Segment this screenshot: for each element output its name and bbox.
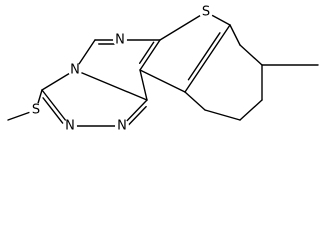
atom-mask xyxy=(113,33,127,47)
atom-triazole-nitrogen-right: N xyxy=(115,119,129,134)
atom-fused-nitrogen: N xyxy=(68,63,82,78)
chemical-structure-diagram: S N N N N S xyxy=(7,5,319,134)
bond-double-inner xyxy=(187,32,221,81)
bond-single xyxy=(239,99,263,121)
bond-double-inner xyxy=(42,97,64,124)
bond-single xyxy=(159,11,207,41)
bond-single xyxy=(229,24,241,46)
bond-single xyxy=(139,69,186,93)
bond-double-inner xyxy=(127,105,147,126)
bond-single xyxy=(74,69,148,101)
atom-label-n-triazole-left: N xyxy=(65,119,75,134)
atom-mask xyxy=(63,119,77,133)
atom-mask xyxy=(29,103,43,117)
bond-layer xyxy=(7,11,319,127)
bond-single xyxy=(41,89,71,127)
bond-single xyxy=(239,44,263,66)
atom-thiophene-sulfur: S xyxy=(199,5,213,20)
atom-mask xyxy=(115,119,129,133)
bond-single xyxy=(184,24,231,93)
atom-label-s-ring: S xyxy=(202,5,210,20)
atom-label-n-triazole-right: N xyxy=(117,119,127,134)
atom-thioether-sulfur: S xyxy=(29,103,43,118)
atom-label-n-fused: N xyxy=(70,63,80,78)
bond-double-inner xyxy=(138,41,155,64)
atom-pyrimidine-nitrogen: N xyxy=(113,33,127,48)
bond-single xyxy=(139,39,161,71)
bond-single xyxy=(184,91,206,111)
atom-label-layer: S N N N N S xyxy=(29,5,213,134)
atom-label-n-pyrimidine: N xyxy=(115,33,125,48)
atom-mask xyxy=(68,63,82,77)
bond-single xyxy=(139,69,148,101)
atom-triazole-nitrogen-left: N xyxy=(63,119,77,134)
atom-label-s-thioether: S xyxy=(32,103,40,118)
atom-mask xyxy=(199,5,213,19)
bond-single xyxy=(204,109,241,121)
